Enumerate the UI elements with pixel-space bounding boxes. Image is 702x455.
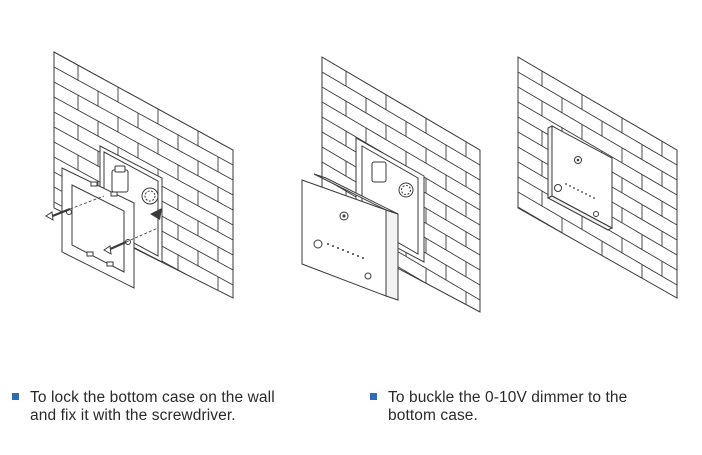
step-2-text: To buckle the 0-10V dimmer to the bottom… xyxy=(388,389,628,424)
dimmer-panel-mounted xyxy=(546,125,614,231)
dimmer-panel-angled xyxy=(301,173,399,301)
screw-left-icon xyxy=(45,207,71,221)
bullet-icon xyxy=(12,393,19,400)
step-1-caption: To lock the bottom case on the wall and … xyxy=(12,389,332,425)
step-1-text: To lock the bottom case on the wall and … xyxy=(30,389,275,424)
step-2-caption: To buckle the 0-10V dimmer to the bottom… xyxy=(370,389,690,425)
screw-right-icon xyxy=(103,240,127,255)
bullet-icon xyxy=(370,393,377,400)
screw-guide-lines xyxy=(69,195,162,243)
installation-illustration xyxy=(45,51,678,313)
